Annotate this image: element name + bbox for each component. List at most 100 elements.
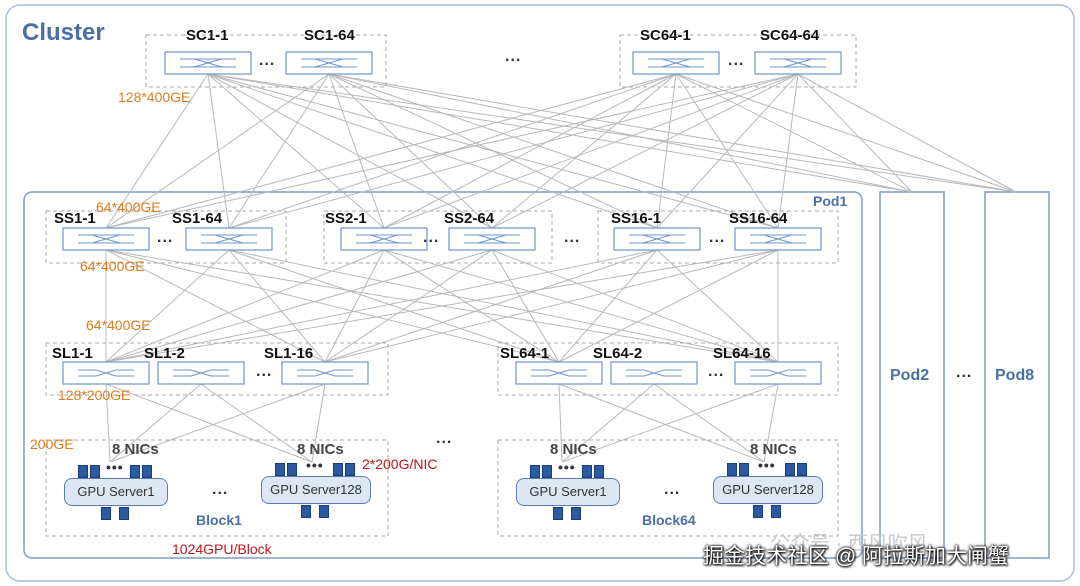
ss-up-label: 64*400GE — [96, 199, 161, 215]
sl-down-label: 128*200GE — [58, 387, 131, 403]
gpu-server-128-block64: GPU Server128 — [713, 476, 823, 504]
sl64-1-switch — [515, 361, 603, 385]
nic-port — [275, 463, 285, 476]
nic-port — [142, 465, 152, 478]
sc-pod-link — [797, 73, 913, 193]
sc-ss-link — [491, 73, 799, 229]
ss-sl-link — [558, 249, 779, 363]
pod1-label: Pod1 — [813, 193, 848, 209]
sl-server-link — [109, 383, 326, 463]
block1-label: Block1 — [196, 512, 242, 528]
sl-server-link — [105, 383, 313, 463]
sc-ss-link — [105, 73, 330, 229]
sc-pod-link — [328, 73, 913, 193]
footer-text: 掘金技术社区 @ 阿拉斯加大闸蟹 — [703, 545, 1009, 568]
sc-ss-link — [328, 73, 385, 229]
sl64-1-label: SL64-1 — [500, 345, 550, 362]
nic-port — [542, 465, 552, 478]
nic-port — [130, 465, 140, 478]
sl1-1-label: SL1-1 — [52, 345, 93, 362]
gpu-server-128-block1: GPU Server128 — [261, 476, 371, 504]
ss2-64-switch — [448, 227, 536, 251]
ss1-ellipsis: ... — [157, 229, 174, 246]
sl-server-link — [653, 383, 765, 463]
port-ellipsis: ••• — [306, 457, 324, 473]
gpu-server-1-block64: GPU Server1 — [516, 478, 620, 506]
sc1-64-switch — [285, 51, 373, 75]
ss-sl-link — [228, 249, 560, 363]
ss-sl-link — [105, 249, 385, 363]
nic-speed-label: 2*200G/NIC — [362, 456, 438, 472]
pod2-label: Pod2 — [890, 367, 930, 384]
block-ellipsis: ... — [436, 430, 453, 447]
nic-port — [727, 463, 737, 476]
sc1-1-switch — [164, 51, 252, 75]
nic-port — [771, 505, 781, 518]
ss-sl-link — [105, 249, 560, 363]
sc64-64-switch — [754, 51, 842, 75]
ss1-64-switch — [185, 227, 273, 251]
sl64-2-label: SL64-2 — [593, 345, 643, 362]
ss-sl-link — [228, 249, 779, 363]
nic-port — [553, 507, 563, 520]
sl-server-link — [558, 383, 765, 463]
sl-up-label: 64*400GE — [86, 317, 151, 333]
nic-port — [319, 505, 329, 518]
sc-ss-link — [328, 73, 779, 229]
sc-ss-link — [105, 73, 799, 229]
sc-right-ellipsis: ... — [728, 52, 745, 69]
ss1-64-label: SS1-64 — [172, 210, 223, 227]
ss-sl-link — [383, 249, 560, 363]
ss2-64-label: SS2-64 — [444, 210, 495, 227]
nic-label-b64-s128: 8 NICs — [750, 441, 797, 458]
block1-server-ellipsis: ... — [212, 481, 229, 498]
nic-port — [101, 507, 111, 520]
nic-port — [345, 463, 355, 476]
nic-port — [119, 507, 129, 520]
cluster-label: Cluster — [22, 19, 105, 46]
ss-sl-link — [656, 249, 779, 363]
block64-label: Block64 — [642, 512, 696, 528]
nic-port — [90, 465, 100, 478]
ss1-group — [45, 210, 287, 264]
sc-ss-link — [207, 73, 658, 229]
sc-ss-link — [383, 73, 799, 229]
sc-ss-link — [383, 73, 677, 229]
sl1-1-switch — [62, 361, 150, 385]
leaf-right-group — [497, 342, 839, 396]
sl64-16-switch — [734, 361, 822, 385]
ss-sl-link — [491, 249, 779, 363]
nic-port — [594, 465, 604, 478]
sl1-16-switch — [281, 361, 369, 385]
sl-server-link — [561, 383, 779, 463]
ss-sl-link — [105, 249, 779, 363]
watermark-text: 公众号 · 西风吹风 — [770, 533, 928, 555]
cluster-frame — [5, 4, 1075, 582]
sl1-2-switch — [157, 361, 245, 385]
pod1-frame — [23, 191, 863, 559]
ss2-ellipsis: ... — [423, 229, 440, 246]
sl64-2-switch — [610, 361, 698, 385]
ss-sl-link — [324, 249, 385, 363]
server-link-label: 200GE — [30, 436, 74, 452]
sl-server-link — [561, 383, 655, 463]
nic-port — [78, 465, 88, 478]
sl1-16-label: SL1-16 — [264, 345, 314, 362]
port-ellipsis: ••• — [106, 459, 124, 475]
port-ellipsis: ••• — [558, 459, 576, 475]
ss16-group — [597, 210, 839, 264]
gpu-per-block-label: 1024GPU/Block — [172, 541, 272, 557]
nic-port — [571, 507, 581, 520]
sc-ss-link — [328, 73, 658, 229]
sc64-1-label: SC64-1 — [640, 27, 691, 44]
ss16-64-switch — [734, 227, 822, 251]
nic-port — [785, 463, 795, 476]
sc-pod-link — [328, 73, 1017, 193]
ss-sl-link — [105, 249, 230, 363]
sc-ss-link — [207, 73, 493, 229]
sc64-64-label: SC64-64 — [760, 27, 820, 44]
sl-right-ellipsis: ... — [708, 363, 725, 380]
switch-layer — [62, 51, 842, 385]
sc-ss-link — [228, 73, 330, 229]
sl-server-link — [558, 383, 563, 463]
